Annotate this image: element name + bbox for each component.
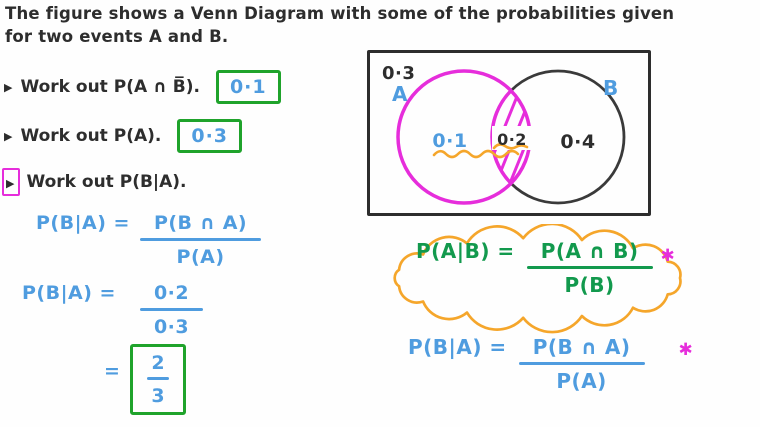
venn-a-only-value: 0·1 xyxy=(432,130,467,152)
equals-sign: = xyxy=(104,360,121,382)
plain-formula-numerator: P(B ∩ A) xyxy=(532,335,631,359)
plain-formula-lhs: P(B|A) = xyxy=(408,335,507,359)
cloud-formula: P(A|B) = P(A ∩ B) P(B) ✱ xyxy=(416,238,675,298)
orange-squiggle-underline xyxy=(432,149,520,159)
venn-a-label: A xyxy=(392,82,408,106)
bullet-triangle-icon: ▶ xyxy=(6,177,15,190)
eq1-fraction: P(B ∩ A) P(A) xyxy=(139,210,262,270)
asterisk-icon: ✱ xyxy=(660,246,676,266)
intro-paragraph: The figure shows a Venn Diagram with som… xyxy=(5,2,745,48)
bullet-triangle-icon: ▶ xyxy=(4,80,13,94)
eq1-denominator: P(A) xyxy=(176,246,225,268)
cloud-formula-fraction: P(A ∩ B) P(B) xyxy=(526,238,653,298)
task-2-prompt: Work out P(A). xyxy=(20,126,162,146)
task-1: ▶ Work out P(A ∩ B̅). 0·1 xyxy=(4,70,281,104)
venn-diagram: 0·3 A B 0·1 0·2 0·4 xyxy=(382,63,626,205)
formula-cloud: P(A|B) = P(A ∩ B) P(B) ✱ xyxy=(378,224,700,336)
eq2-lhs: P(B|A) = xyxy=(22,282,116,304)
result-box: 2 3 xyxy=(130,344,187,415)
eq2-numerator: 0·2 xyxy=(153,282,190,304)
task-1-prompt: Work out P(A ∩ B̅). xyxy=(20,77,200,97)
fraction-bar xyxy=(526,266,653,269)
eq2-fraction: 0·2 0·3 xyxy=(139,280,204,340)
bullet-highlight-box: ▶ xyxy=(2,168,21,196)
task-2: ▶ Work out P(A). 0·3 xyxy=(4,119,243,153)
fraction-bar xyxy=(139,238,262,241)
eq2-denominator: 0·3 xyxy=(153,316,190,338)
cloud-formula-lhs: P(A|B) = xyxy=(416,239,515,263)
result-fraction: 2 3 xyxy=(147,350,170,409)
intro-line-1: The figure shows a Venn Diagram with som… xyxy=(5,4,675,23)
venn-outside-value: 0·3 xyxy=(382,63,415,84)
task-1-answer-box: 0·1 xyxy=(215,70,281,104)
working-result: = 2 3 xyxy=(104,344,187,415)
working-equation-1: P(B|A) = P(B ∩ A) P(A) xyxy=(36,210,262,270)
plain-formula: P(B|A) = P(B ∩ A) P(A) ✱ xyxy=(408,334,693,394)
venn-intersection-value: 0·2 xyxy=(497,130,527,149)
cloud-formula-denominator: P(B) xyxy=(564,273,615,297)
eq1-numerator: P(B ∩ A) xyxy=(153,212,248,234)
orange-squiggle-small xyxy=(492,143,529,150)
result-numerator: 2 xyxy=(151,352,166,374)
cloud-outline xyxy=(393,224,682,334)
fraction-bar xyxy=(147,377,170,380)
intro-line-2: for two events A and B. xyxy=(5,27,229,46)
fraction-bar xyxy=(518,362,645,365)
plain-formula-denominator: P(A) xyxy=(556,369,607,393)
cloud-formula-numerator: P(A ∩ B) xyxy=(540,239,639,263)
task-3-prompt: Work out P(B|A). xyxy=(26,172,187,192)
eq1-lhs: P(B|A) = xyxy=(36,212,130,234)
working-equation-2: P(B|A) = 0·2 0·3 xyxy=(22,280,204,340)
task-2-answer-box: 0·3 xyxy=(177,119,243,153)
result-denominator: 3 xyxy=(151,385,166,407)
venn-b-only-value: 0·4 xyxy=(560,131,595,153)
bullet-triangle-icon: ▶ xyxy=(4,129,13,143)
plain-formula-fraction: P(B ∩ A) P(A) xyxy=(518,334,645,394)
task-3: ▶ Work out P(B|A). xyxy=(2,168,187,196)
fraction-bar xyxy=(139,308,204,311)
venn-b-label: B xyxy=(603,76,619,100)
asterisk-icon: ✱ xyxy=(678,340,694,360)
venn-diagram-panel: 0·3 A B 0·1 0·2 0·4 xyxy=(367,50,651,216)
